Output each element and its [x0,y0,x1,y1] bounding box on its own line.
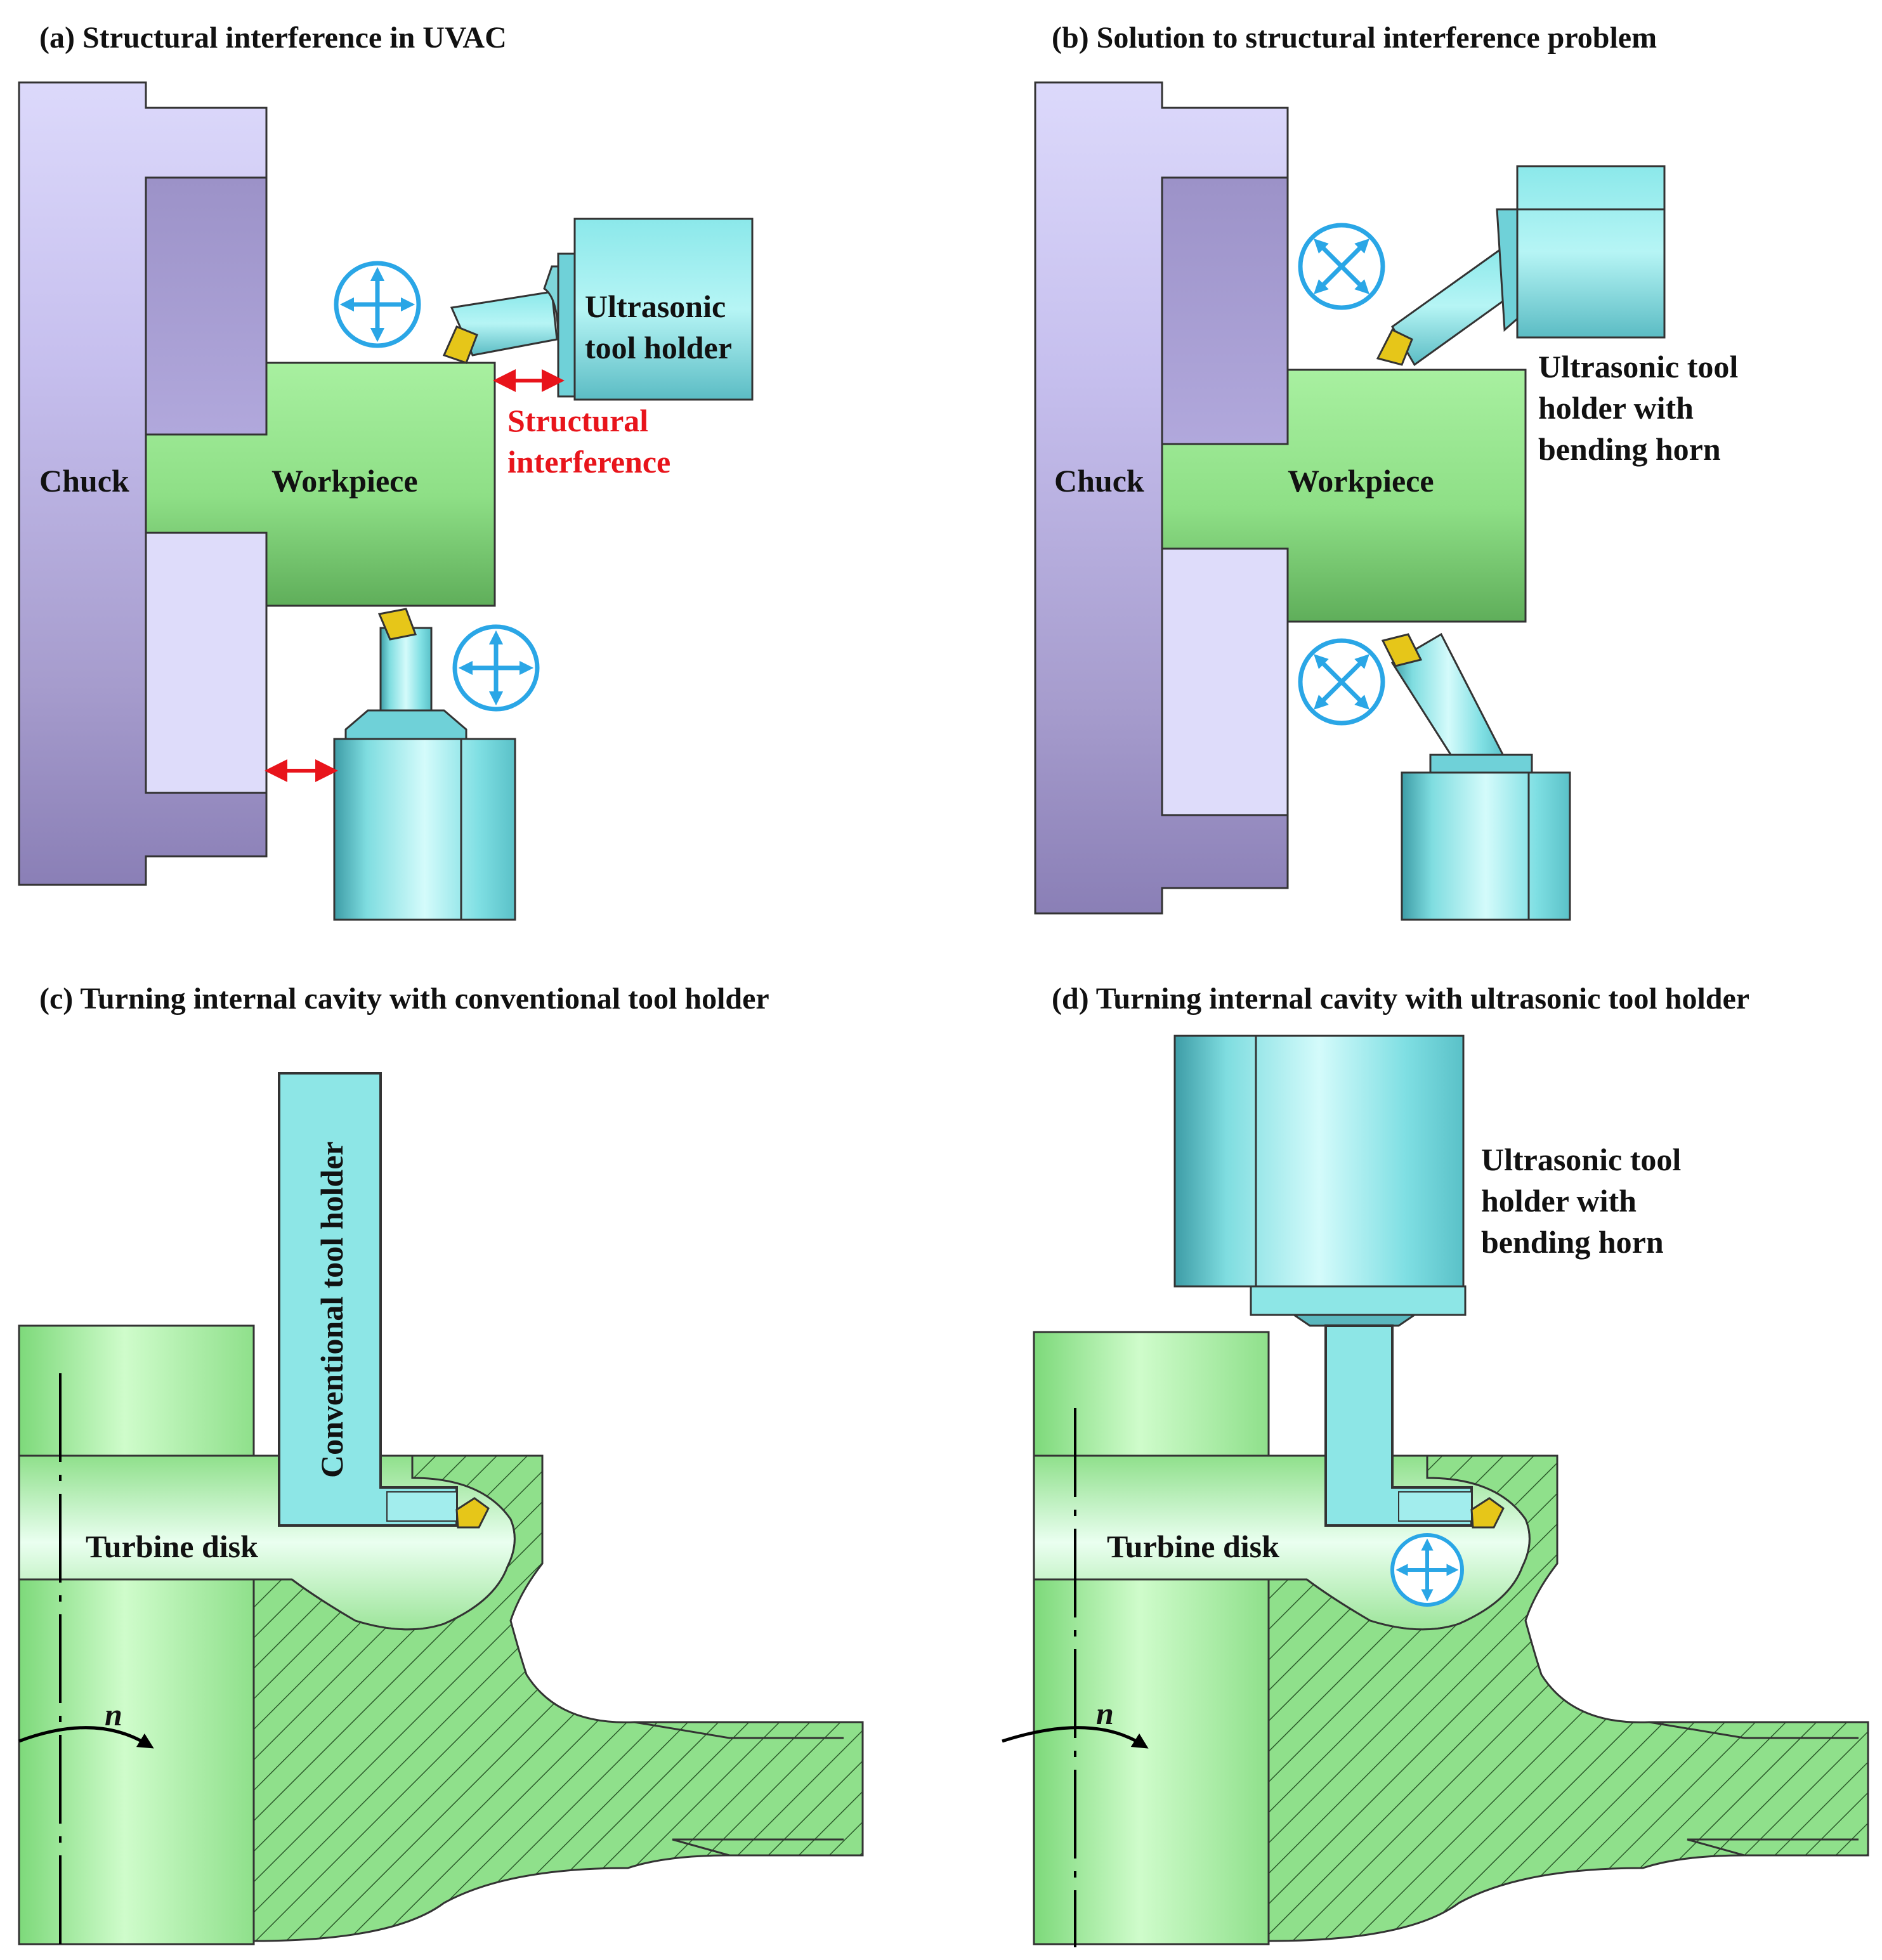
conventional-holder-label: Conventional tool holder [314,1141,350,1478]
rotation-label: n [1096,1695,1114,1731]
turbine-disk-label: Turbine disk [1107,1529,1279,1564]
panel-c-title: (c) Turning internal cavity with convent… [39,982,769,1016]
workpiece-label: Workpiece [1288,463,1434,499]
chuck-jaw-upper [145,176,268,436]
cutting-insert [1376,329,1413,366]
bending-horn-label-3: bending horn [1481,1224,1664,1260]
bending-horn-label-1: Ultrasonic tool [1538,349,1738,384]
vibration-icon [1298,223,1385,310]
cutting-insert [1470,1497,1505,1529]
chuck-label: Chuck [39,463,129,499]
chuck-jaw-lower [1161,547,1289,816]
panel-d: (d) Turning internal cavity with ultraso… [1002,982,1869,1947]
interference-label-1: Structural [507,403,648,438]
lower-tool-holder [333,608,516,921]
bending-horn-label-1: Ultrasonic tool [1481,1142,1681,1177]
workpiece [1161,369,1527,623]
panel-b-title: (b) Solution to structural interference … [1052,21,1657,55]
vibration-icon [334,261,421,348]
vibration-icon [1298,638,1385,726]
workpiece-label: Workpiece [271,463,418,499]
panel-b: (b) Solution to structural interference … [1034,21,1738,921]
cutting-insert [455,1497,490,1529]
panel-d-title: (d) Turning internal cavity with ultraso… [1052,982,1749,1016]
bending-horn-label-2: holder with [1481,1183,1637,1218]
rotation-arrow [18,1726,154,1749]
workpiece [145,362,496,607]
vibration-icon [452,624,540,712]
panel-c: (c) Turning internal cavity with convent… [18,982,864,1947]
vibration-icon [1390,1533,1464,1607]
turbine-disk-shaft [1033,1331,1270,1945]
turbine-disk-section [1267,1454,1869,1942]
ultrasonic-holder-label-2: tool holder [585,330,732,365]
conventional-tool-holder: Conventional tool holder [278,1072,490,1529]
chuck-jaw-lower [145,532,268,794]
turbine-disk-section [252,1454,864,1942]
ultrasonic-tool-holder [1173,1035,1505,1529]
upper-tool-holder: Ultrasonic tool holder [442,218,754,401]
turbine-disk-label: Turbine disk [86,1529,258,1564]
rotation-arrow [1002,1726,1149,1749]
bending-horn-label-3: bending horn [1538,431,1721,467]
cutting-insert-lower [377,608,417,641]
turbine-disk-shaft [18,1324,255,1945]
interference-label-2: interference [507,444,670,480]
lower-tool-holder [1381,632,1571,921]
cutting-insert-lower [1381,633,1423,667]
chuck-jaw-upper [1161,176,1289,445]
panel-a-title: (a) Structural interference in UVAC [39,21,507,55]
panel-a: (a) Structural interference in UVAC Chuc… [18,21,754,921]
ultrasonic-holder-label-1: Ultrasonic [585,289,726,324]
upper-tool-holder [1376,165,1666,367]
bending-horn-label-2: holder with [1538,390,1694,426]
rotation-label: n [105,1697,122,1732]
cutting-insert [442,325,478,364]
chuck-label: Chuck [1054,463,1144,499]
